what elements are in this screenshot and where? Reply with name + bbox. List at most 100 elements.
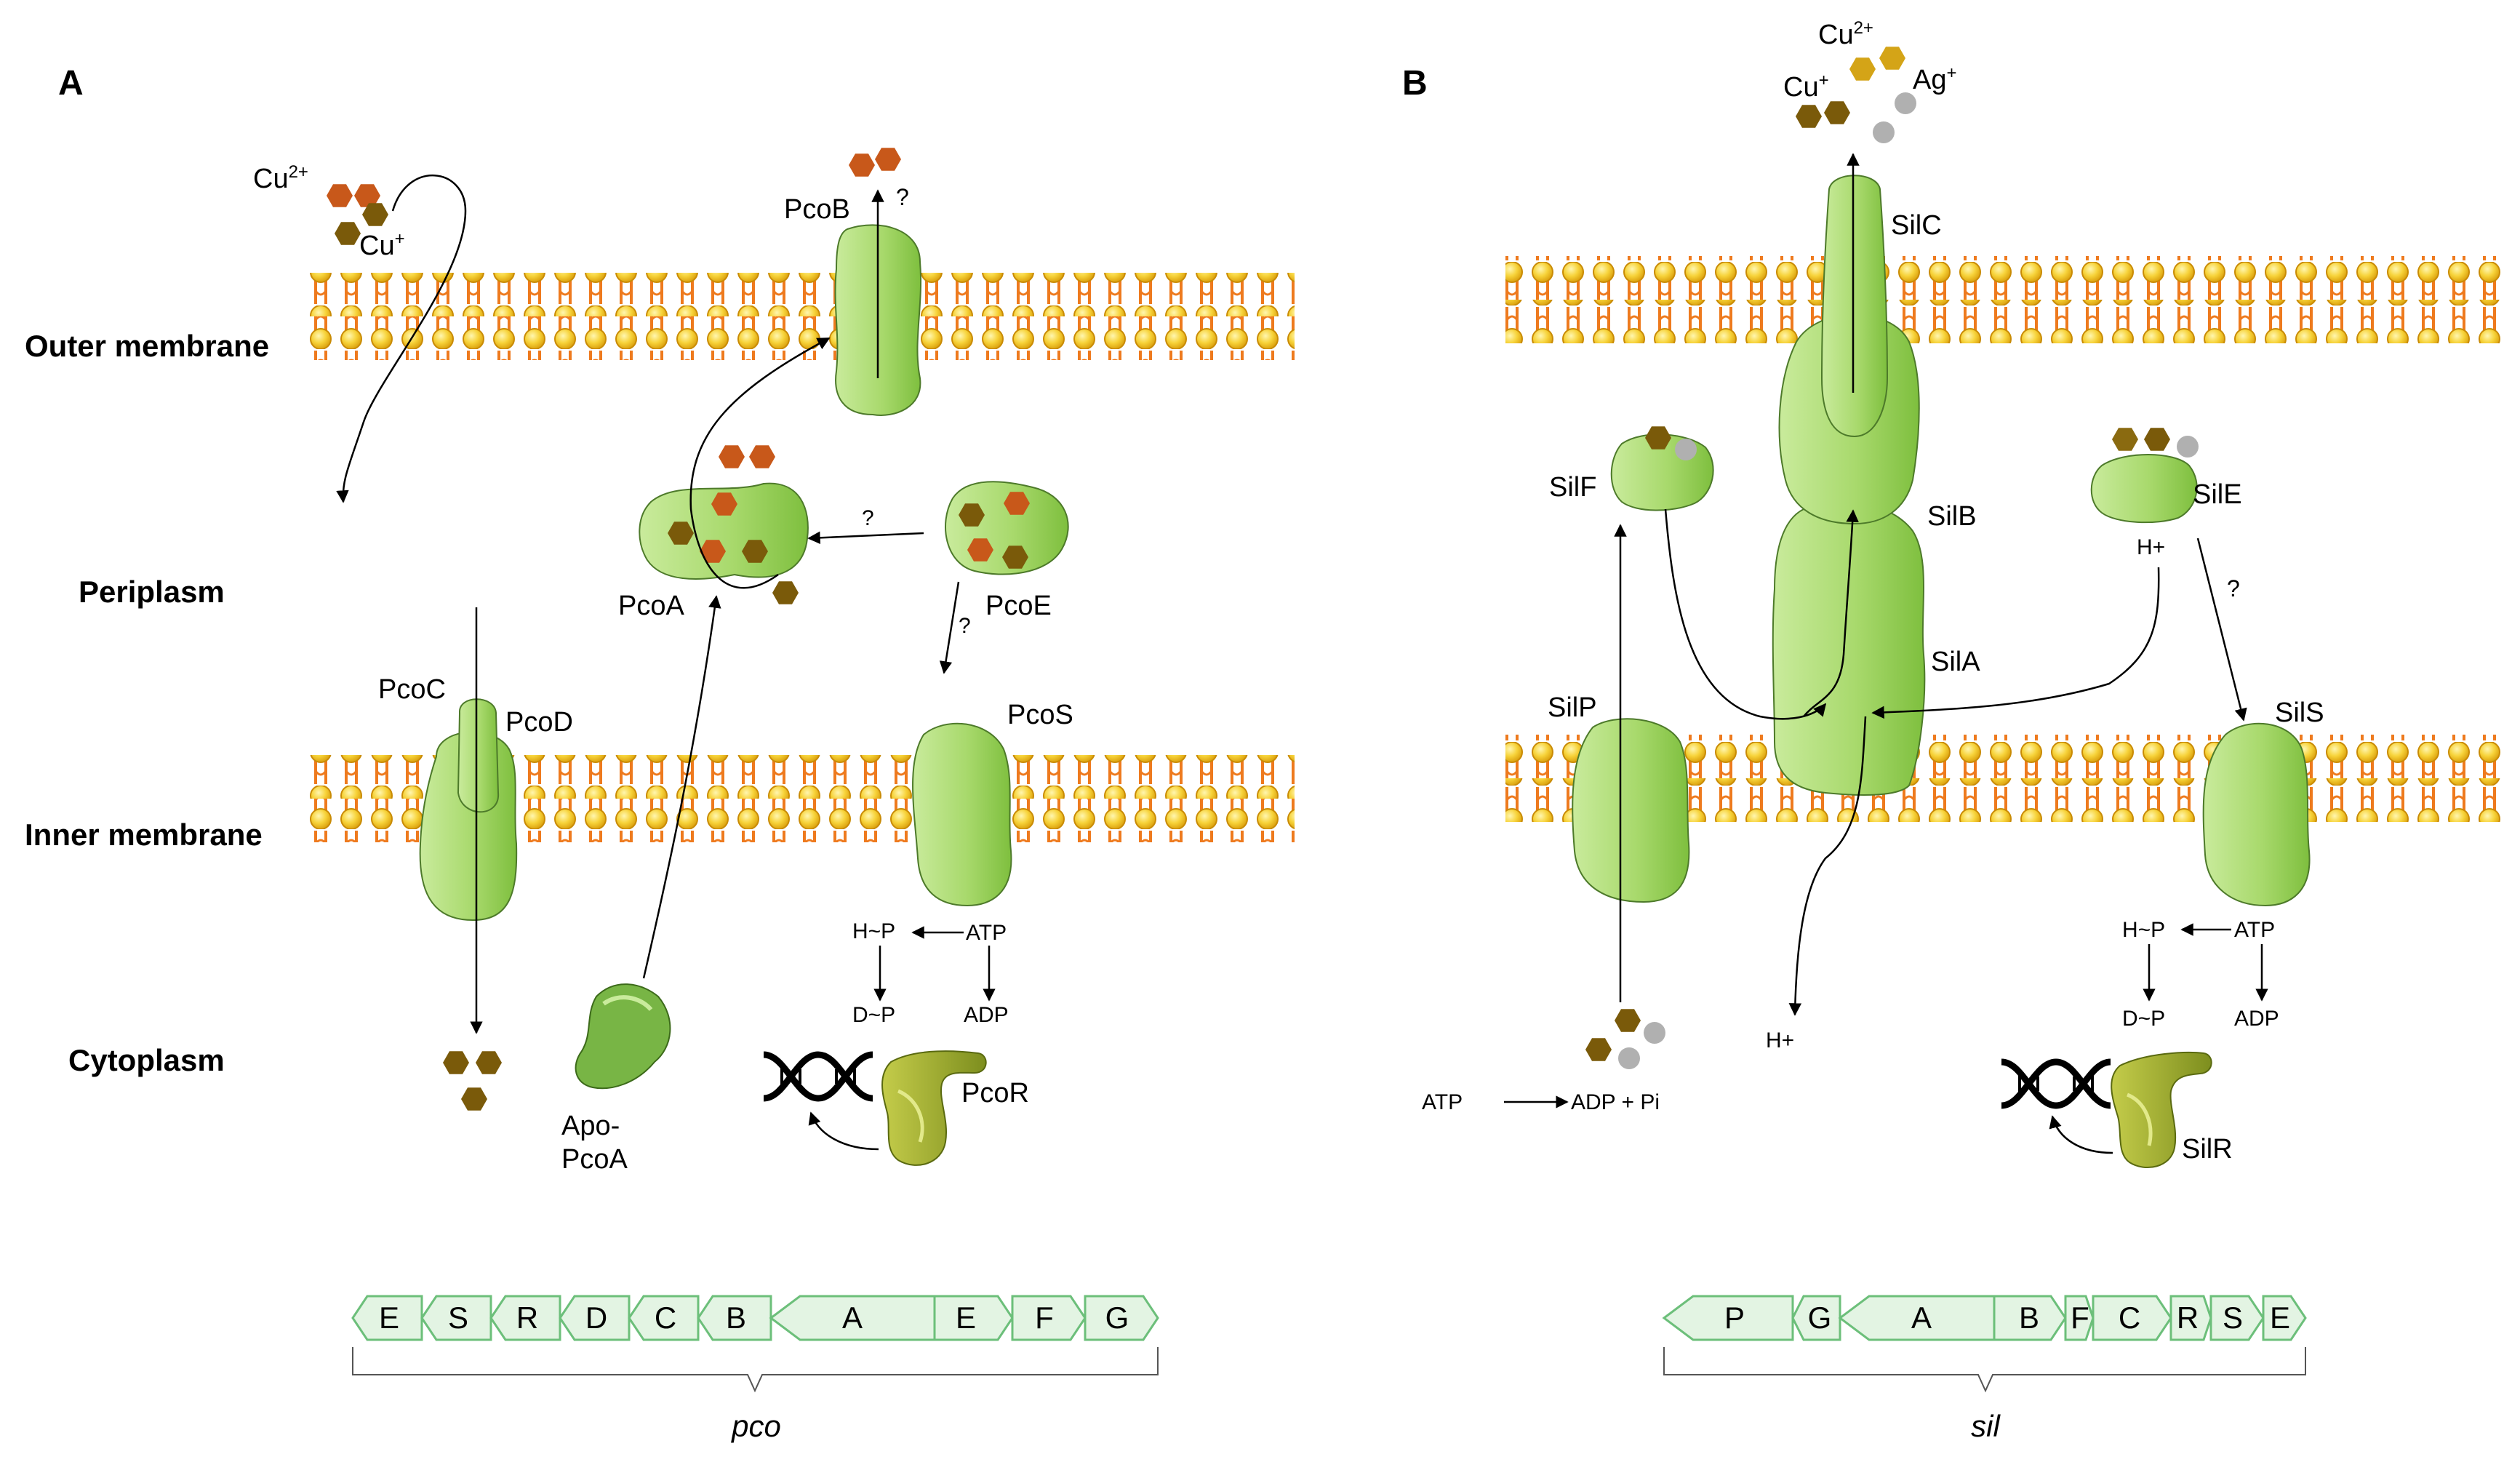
silA-label: SilA — [1931, 647, 1980, 677]
pcoR-dna-arrow — [808, 1111, 879, 1151]
silC-label: SilC — [1891, 210, 1942, 241]
metal-ions-cytoplasm-b — [1585, 1009, 1665, 1069]
proton-to-silA-arrow — [1871, 567, 2160, 719]
pcoS-protein — [912, 722, 1012, 907]
panel-label-b: B — [1402, 64, 1428, 103]
dp-label-b: D~P — [2122, 1007, 2165, 1031]
gene-label: G — [1808, 1301, 1832, 1335]
silA-proton-out-arrow — [1788, 716, 1867, 1016]
silP-protein — [1572, 718, 1690, 903]
apo-pcoA-export-arrow — [642, 595, 721, 979]
hp-label-b: H~P — [2122, 918, 2165, 942]
region-label-inner-membrane: Inner membrane — [25, 818, 263, 852]
sil-brace — [1663, 1347, 2306, 1393]
apo-pcoA-label-line1: Apo- — [561, 1111, 620, 1141]
outer-membrane-b — [1505, 256, 2503, 343]
gene-label: F — [2071, 1301, 2089, 1335]
dp-label-a: D~P — [852, 1003, 895, 1027]
gene-label: B — [2019, 1301, 2039, 1335]
gene-label: F — [1035, 1301, 1054, 1335]
atp-label-a: ATP — [966, 921, 1007, 945]
pcoB-label: PcoB — [784, 194, 850, 225]
ag-label-b: Ag+ — [1913, 63, 1957, 95]
gene-label: E — [956, 1301, 976, 1335]
silA-protein — [1772, 501, 1926, 796]
adp-label-a: ADP — [964, 1003, 1009, 1027]
gene-label: C — [2119, 1301, 2140, 1335]
pcoE-to-pcoA-arrow — [807, 531, 924, 545]
gene-arrow — [2169, 1295, 2212, 1341]
dna-icon-a — [763, 1051, 873, 1102]
cu1-label-b: Cu+ — [1783, 71, 1829, 103]
silF-protein — [1610, 426, 1714, 511]
cu2-label-a: Cu2+ — [253, 162, 308, 194]
pcoR-label: PcoR — [961, 1078, 1029, 1109]
sil-operon: P G A B F C R S E sil — [1662, 1295, 2307, 1443]
apo-pcoA-protein — [575, 983, 671, 1090]
signaling-a: H~P ATP D~P ADP — [852, 919, 1009, 1027]
metal-ions-exported-b — [1796, 47, 1916, 143]
panel-b: Cu2+ Cu+ Ag+ SilC SilB SilA SilF — [1422, 18, 2503, 1443]
h-plus-cytoplasm: H+ — [1766, 1028, 1794, 1052]
pco-brace — [352, 1347, 1159, 1393]
adp-pi-label: ADP + Pi — [1571, 1090, 1660, 1114]
panel-label-a: A — [58, 64, 84, 103]
pcoS-label: PcoS — [1007, 700, 1073, 730]
gene-label: S — [2223, 1301, 2243, 1335]
pcoC-label: PcoC — [378, 674, 446, 705]
hp-label-a: H~P — [852, 919, 895, 943]
pcoE-to-pcoS-arrow — [939, 581, 960, 674]
pcoE-pcoS-question: ? — [959, 614, 971, 638]
silE-to-silS-arrow — [2196, 538, 2247, 722]
copper-ions-cytoplasm-a — [443, 1051, 502, 1111]
pcoE-protein — [945, 481, 1069, 575]
gene-label: A — [1911, 1301, 1932, 1335]
atp-label-silP: ATP — [1422, 1090, 1463, 1114]
pco-operon-label: pco — [730, 1409, 781, 1443]
pcoE-pcoA-question: ? — [862, 506, 874, 530]
silP-label: SilP — [1548, 692, 1597, 723]
silE-question: ? — [2227, 575, 2240, 602]
pcoA-label: PcoA — [618, 591, 684, 621]
gene-label: R — [516, 1301, 538, 1335]
gene-arrow — [1084, 1295, 1159, 1341]
gene-label: P — [1724, 1301, 1745, 1335]
sil-operon-label: sil — [1971, 1409, 2001, 1443]
cu-entry-arrow — [336, 174, 467, 503]
silB-label: SilB — [1927, 501, 1977, 532]
silA-internal-arrow — [1803, 509, 1859, 717]
pcoE-label: PcoE — [985, 591, 1052, 621]
gene-label: E — [379, 1301, 399, 1335]
adp-label-b: ADP — [2234, 1007, 2279, 1031]
gene-arrow — [1011, 1295, 1087, 1341]
pcoC-protein — [457, 698, 500, 813]
pcoB-question: ? — [896, 184, 909, 210]
silR-dna-arrow — [2049, 1115, 2113, 1154]
silR-protein — [2111, 1052, 2212, 1168]
panel-a: Cu2+ Cu+ PcoB ? PcoA — [253, 148, 1295, 1443]
apo-pcoA-label-line2: PcoA — [561, 1144, 628, 1175]
silS-label: SilS — [2275, 698, 2324, 728]
cu2-label-b: Cu2+ — [1818, 18, 1873, 50]
cu1-label-a: Cu+ — [359, 229, 405, 261]
silE-protein — [2090, 428, 2199, 524]
signaling-b: H~P ATP D~P ADP — [2122, 918, 2279, 1031]
h-plus-periplasm: H+ — [2137, 535, 2165, 559]
silS-protein — [2202, 722, 2311, 907]
silC-protein — [1820, 175, 1889, 438]
copper-ions-exported-a — [849, 148, 901, 177]
gene-arrow — [2064, 1295, 2095, 1341]
gene-label: B — [726, 1301, 746, 1335]
gene-label: D — [585, 1301, 607, 1335]
silE-label: SilE — [2193, 479, 2242, 510]
silF-to-silA-arrow — [1664, 508, 1827, 720]
gene-arrow — [933, 1295, 1014, 1341]
pcoR-protein — [881, 1050, 987, 1166]
gene-arrow — [2262, 1295, 2307, 1341]
gene-arrow — [2209, 1295, 2265, 1341]
gene-label: G — [1105, 1301, 1129, 1335]
region-label-outer-membrane: Outer membrane — [25, 329, 269, 363]
gene-arrow — [1993, 1295, 2067, 1341]
silF-label: SilF — [1549, 472, 1596, 503]
